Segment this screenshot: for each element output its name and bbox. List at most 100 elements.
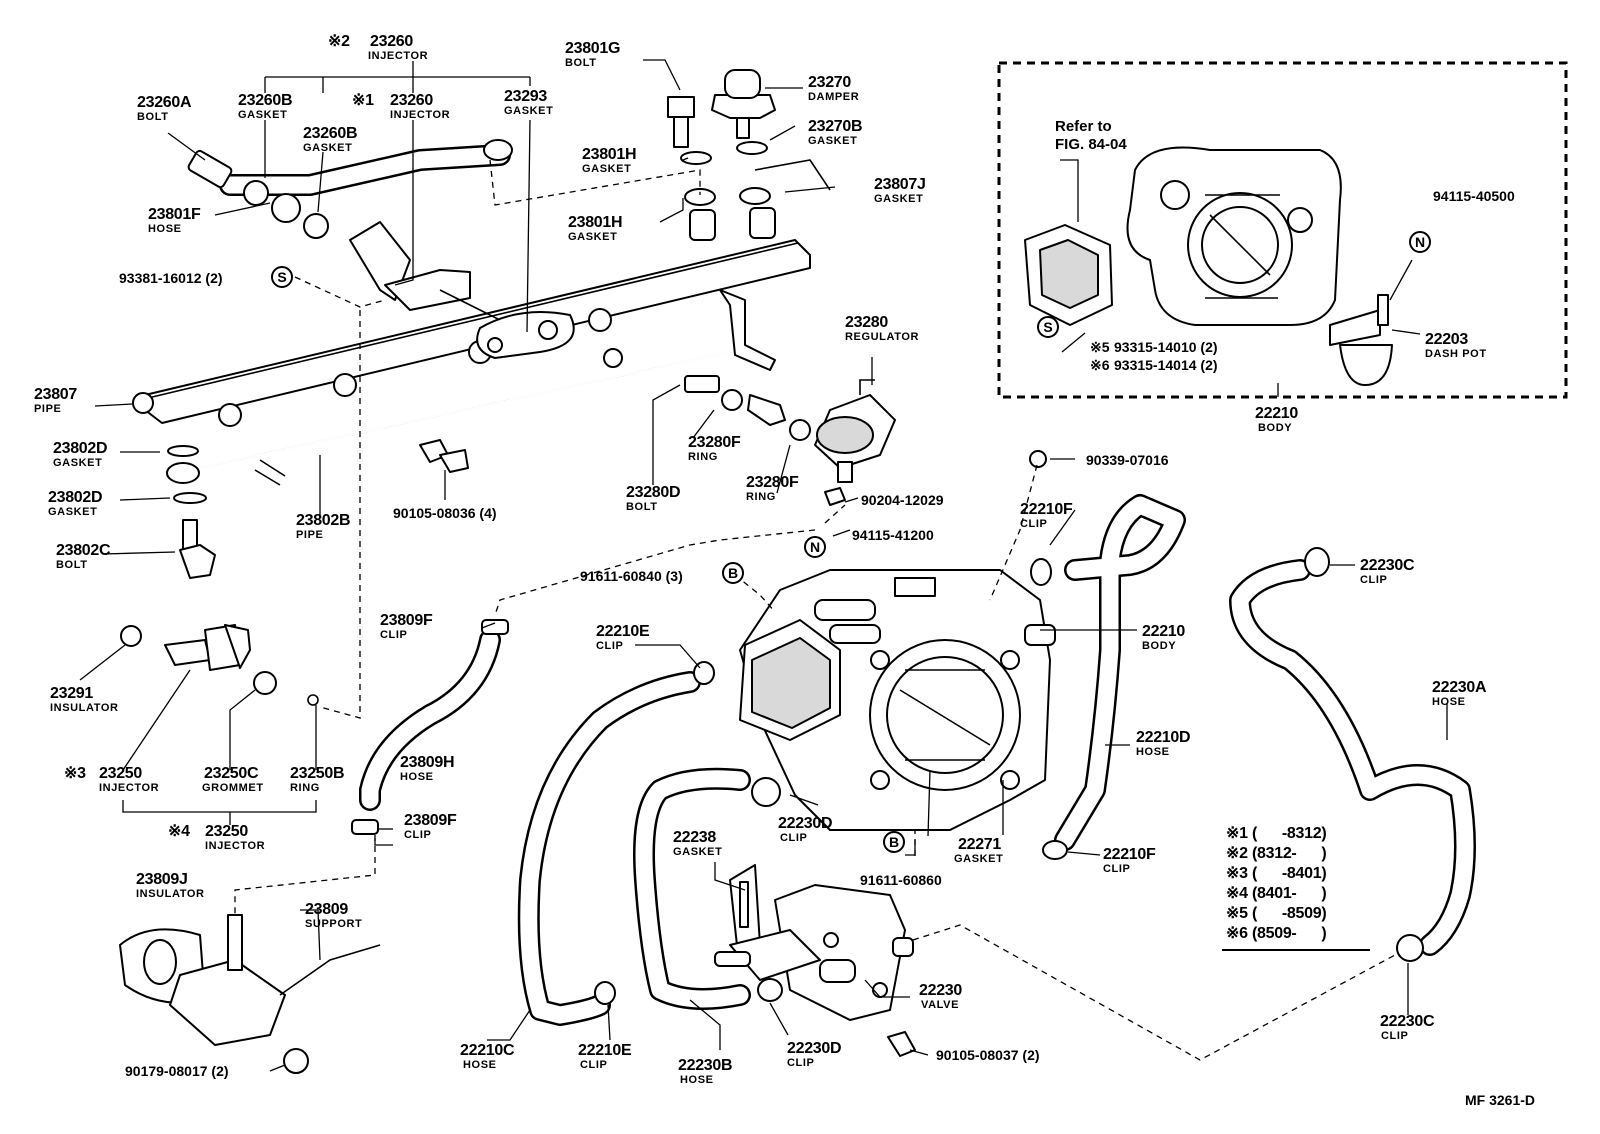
label-22230A-name: HOSE <box>1432 696 1466 708</box>
label-23809H-number: 23809H <box>400 754 454 771</box>
label-22210F-a-number: 22210F <box>1020 501 1073 518</box>
label-23801G-name: BOLT <box>565 57 597 69</box>
label-22230C-b-name: CLIP <box>1381 1030 1408 1042</box>
label-23260B-a-number: 23260B <box>238 92 292 109</box>
label-23260B-b-name: GASKET <box>303 142 352 154</box>
label-23250B-number: 23250B <box>290 765 344 782</box>
label-22210E-b-number: 22210E <box>578 1042 632 1059</box>
label-23807-name: PIPE <box>34 403 61 415</box>
label-23802D-b-number: 23802D <box>48 489 102 506</box>
label-22210E-a-number: 22210E <box>596 623 650 640</box>
applicability-mark-2: ※2 <box>1226 845 1248 862</box>
label-23809F-b-number: 23809F <box>404 812 457 829</box>
label-23250B-name: RING <box>290 782 320 794</box>
mark-4: ※4 <box>168 823 190 840</box>
delivery-pipe-group <box>132 69 896 579</box>
n-symbol-letter: N <box>1415 234 1425 250</box>
injector-group <box>120 624 319 706</box>
figure-code: MF 3261-D <box>1465 1092 1535 1108</box>
refer-to-figure: FIG. 84-04 <box>1055 136 1127 153</box>
label-22230D-b-name: CLIP <box>787 1057 814 1069</box>
dash-pot-inset: Refer to FIG. 84-04 94115-40500 N S ※5 9… <box>997 61 1568 434</box>
label-23280D-name: BOLT <box>626 501 658 513</box>
applicability-mark-6: ※6 <box>1226 925 1248 942</box>
label-23280D-number: 23280D <box>626 484 680 501</box>
ref-90204-12029: 90204-12029 <box>861 492 944 508</box>
mark-1: ※1 <box>352 92 374 109</box>
label-22210-inset-name: BODY <box>1258 422 1292 434</box>
ref-91611-60840: 91611-60840 (3) <box>580 568 683 584</box>
refer-to-text: Refer to <box>1055 118 1112 135</box>
label-23809F-a-name: CLIP <box>380 629 407 641</box>
label-22230C-b-number: 22230C <box>1380 1013 1435 1030</box>
label-23250-a-name: INJECTOR <box>99 782 159 794</box>
label-22230C-a-name: CLIP <box>1360 574 1387 586</box>
label-23260-b-number: 23260 <box>390 92 433 109</box>
label-23280-number: 23280 <box>845 314 888 331</box>
label-22210D-name: HOSE <box>1136 746 1170 758</box>
mark-3: ※3 <box>64 765 86 782</box>
label-22203-name: DASH POT <box>1425 348 1487 360</box>
label-22230D-b-number: 22230D <box>787 1040 841 1057</box>
label-22210-inset-number: 22210 <box>1255 405 1298 422</box>
label-23270B-name: GASKET <box>808 135 857 147</box>
label-22210F-b-number: 22210F <box>1103 846 1156 863</box>
idle-valve-group <box>714 864 916 1057</box>
label-22210F-b-name: CLIP <box>1103 863 1130 875</box>
b-symbol-lower-letter: B <box>889 834 899 850</box>
applicability-mark-4: ※4 <box>1226 885 1248 902</box>
ref-90105-08036: 90105-08036 (4) <box>393 505 497 521</box>
label-22230D-a-number: 22230D <box>778 815 832 832</box>
label-23260A-name: BOLT <box>137 111 169 123</box>
ref-90339-07016: 90339-07016 <box>1086 452 1169 468</box>
label-22230B-name: HOSE <box>680 1074 714 1086</box>
label-23260A-number: 23260A <box>137 94 192 111</box>
label-22230B-number: 22230B <box>678 1057 732 1074</box>
label-23809J-name: INSULATOR <box>136 888 205 900</box>
label-23801H-b-number: 23801H <box>568 214 622 231</box>
label-23802C-number: 23802C <box>56 542 111 559</box>
label-23250C-name: GROMMET <box>202 782 264 794</box>
label-23809-name: SUPPORT <box>305 918 362 930</box>
label-23802B-name: PIPE <box>296 529 323 541</box>
label-23801H-b-name: GASKET <box>568 231 617 243</box>
label-23280-name: REGULATOR <box>845 331 919 343</box>
label-23802D-a-name: GASKET <box>53 457 102 469</box>
applicability-range-3: ( -8401) <box>1252 865 1326 882</box>
ref-93381-16012: 93381-16012 (2) <box>119 270 223 286</box>
dashed-lines <box>234 159 1396 1061</box>
s-symbol-main-letter: S <box>277 269 286 285</box>
b-symbol-upper-letter: B <box>728 565 738 581</box>
label-23280F-a-name: RING <box>688 451 718 463</box>
label-23801H-a-name: GASKET <box>582 163 631 175</box>
label-23250C-number: 23250C <box>204 765 259 782</box>
applicability-mark-5: ※5 <box>1226 905 1248 922</box>
mark-2: ※2 <box>328 33 350 50</box>
label-23801F-number: 23801F <box>148 206 201 223</box>
label-23801F-name: HOSE <box>148 223 182 235</box>
s-symbol <box>1037 316 1059 338</box>
applicability-mark-3: ※3 <box>1226 865 1248 882</box>
n-symbol <box>1409 231 1431 253</box>
label-23809-number: 23809 <box>305 901 348 918</box>
label-23270-number: 23270 <box>808 74 851 91</box>
label-22230D-a-name: CLIP <box>780 832 807 844</box>
part-labels: ※2 23260 INJECTOR ※1 23260 INJECTOR 2326… <box>34 33 1487 1086</box>
label-22210D-number: 22210D <box>1136 729 1190 746</box>
label-23291-name: INSULATOR <box>50 702 119 714</box>
label-23270-name: DAMPER <box>808 91 859 103</box>
ref-91611-60860: 91611-60860 <box>860 872 942 888</box>
throttle-body-group <box>739 569 1056 831</box>
label-22203-number: 22203 <box>1425 331 1468 348</box>
label-23250-b-number: 23250 <box>205 823 248 840</box>
n-symbol-main <box>804 536 826 558</box>
label-22210F-a-name: CLIP <box>1020 518 1047 530</box>
ref-93315-14014: 93315-14014 (2) <box>1114 357 1218 373</box>
label-23802D-b-name: GASKET <box>48 506 97 518</box>
label-22210C-name: HOSE <box>463 1059 497 1071</box>
label-22230-name: VALVE <box>921 999 959 1011</box>
label-23809F-a-number: 23809F <box>380 612 433 629</box>
mark-6: ※6 <box>1090 357 1110 373</box>
label-23807-number: 23807 <box>34 386 77 403</box>
